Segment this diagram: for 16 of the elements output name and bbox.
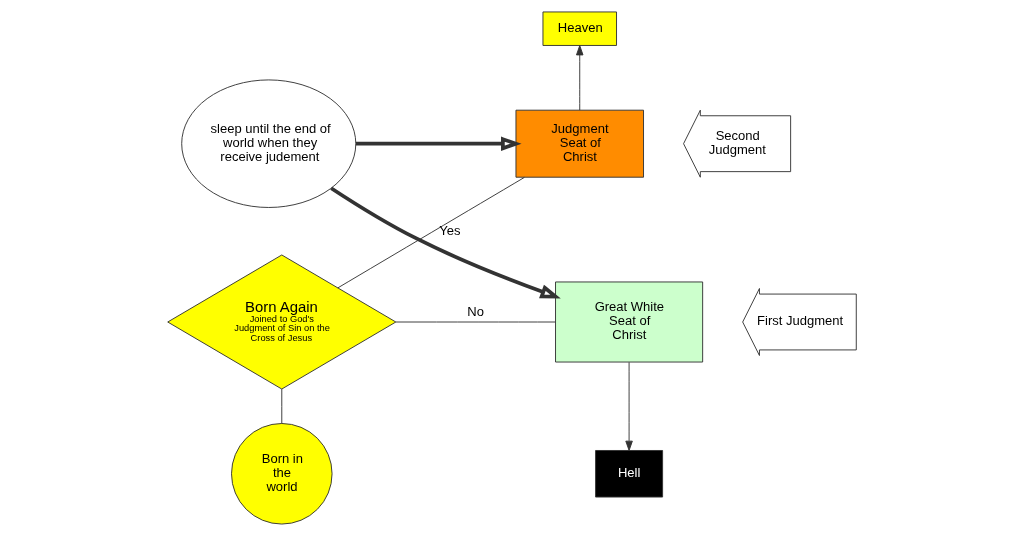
- arrow: [355, 136, 522, 151]
- edge-label: Yes: [439, 222, 461, 238]
- node-circle: Born in the world: [231, 423, 333, 525]
- arrow: [625, 361, 633, 451]
- node-box: Great White Seat of Christ: [555, 281, 704, 363]
- node-box: Hell: [595, 450, 664, 498]
- node-box: Heaven: [542, 11, 617, 46]
- connector: [395, 321, 556, 323]
- connector: [337, 176, 525, 289]
- node-ellipse: sleep until the end of world when they receive judement: [181, 79, 357, 208]
- arrow: [576, 45, 584, 111]
- arrow: [330, 186, 561, 299]
- edge-label: No: [467, 303, 485, 319]
- node-box: Judgment Seat of Christ: [515, 109, 644, 178]
- connector: [281, 388, 283, 424]
- node-diamond: Born Again Joined to God's Judgment of Sin on the Cross of Jesus: [167, 254, 397, 390]
